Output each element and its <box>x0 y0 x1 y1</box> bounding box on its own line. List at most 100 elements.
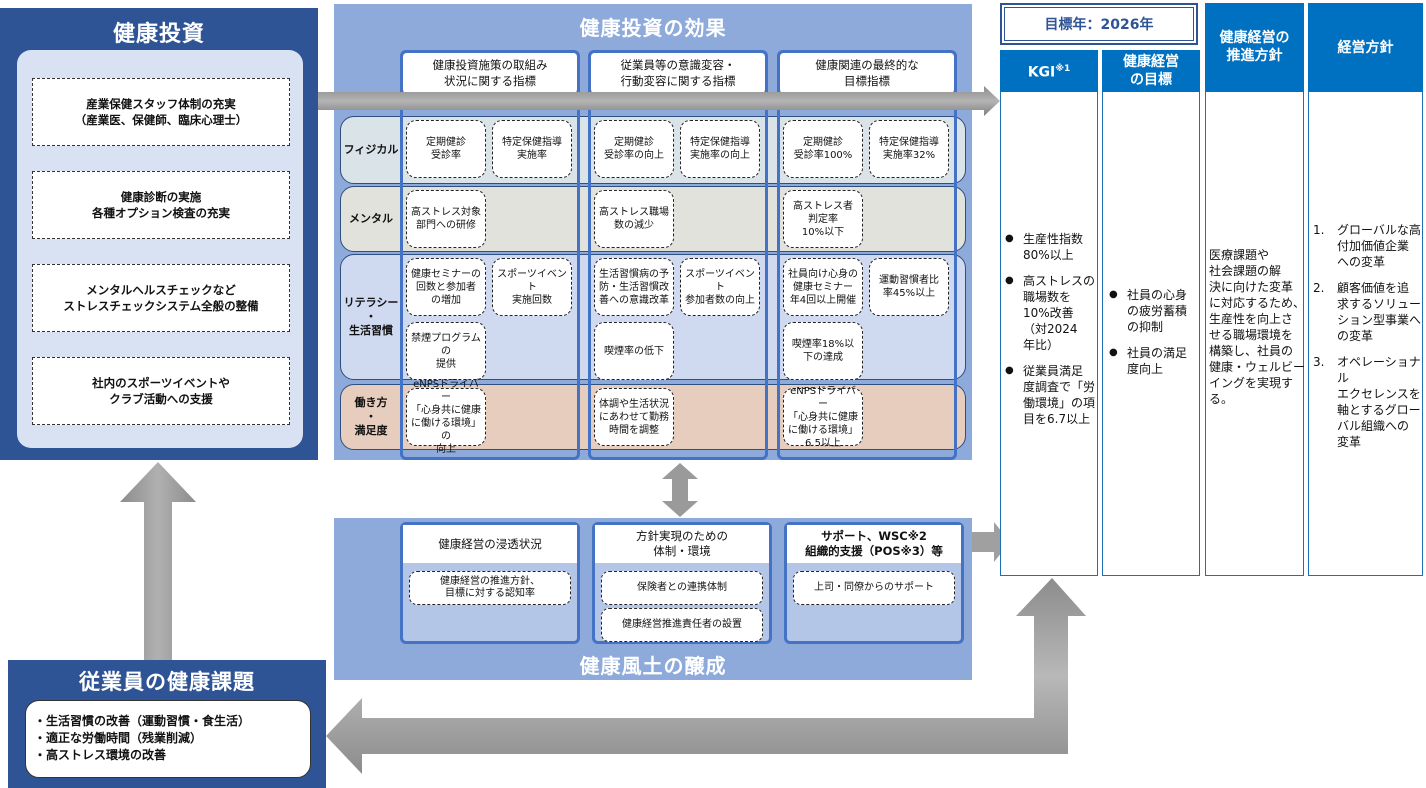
column-header-line: 目標指標 <box>844 74 890 88</box>
management-policy-column: 経営方針 1.グローバルな高付加価値企業への変革 2.顧客価値を追求するソリューシ… <box>1308 3 1423 576</box>
indicator-cell: 高ストレス対象部門への研修 <box>406 190 486 248</box>
indicator-cell-line: 喫煙率18%以 <box>791 339 855 350</box>
bullet-line: 社員の満足 <box>1127 346 1188 360</box>
kgi-footnote-mark: ※1 <box>1055 64 1071 75</box>
bullet-icon: ● <box>1109 347 1118 358</box>
kgi-header: KGI※1 <box>1000 50 1098 92</box>
bullet-line: 10%改善 <box>1023 306 1074 320</box>
management-header-line: 経営方針 <box>1337 39 1394 56</box>
indicator-cell-line: スポーツイベント <box>685 268 755 293</box>
indicator-cell-line: 健康セミナー <box>793 281 853 293</box>
indicator-cell-line: 判定率 <box>808 213 838 225</box>
indicator-cell-line: 「心身共に健康 <box>411 405 481 416</box>
bullet-line: （対2024 <box>1023 322 1078 336</box>
indicator-cell-line: 年4回以上開催 <box>789 294 857 306</box>
investment-item-line: 産業保健スタッフ体制の充実 <box>86 97 236 111</box>
indicator-cell-line: 実施率32% <box>882 150 936 161</box>
indicator-cell: eNPSドライバー「心身共に健康に働ける環境」6.5以上 <box>783 386 863 449</box>
management-item-line: バル組織への <box>1337 419 1410 433</box>
column-header-line: 健康投資施策の取組み <box>432 58 548 72</box>
bullet-item: ●社員の心身の疲労蓄積の抑制 <box>1109 287 1199 335</box>
policy-line: 構築し、社員の <box>1209 344 1294 358</box>
indicator-cell-line: 参加者数の向上 <box>685 294 755 306</box>
indicator-cell-line: に働ける環境」 <box>788 424 858 436</box>
indicator-cell-line: 下の達成 <box>802 352 843 363</box>
investment-item: 社内のスポーツイベントや クラブ活動への支援 <box>32 357 290 425</box>
indicator-cell-line: 時間を調整 <box>609 424 659 436</box>
employee-health-issues-panel: 従業員の健康課題 ・生活習慣の改善（運動習慣・食生活） ・適正な労働時間（残業削… <box>8 660 326 788</box>
indicator-cell: 特定保健指導実施率 <box>492 120 572 178</box>
investment-effect-panel: 健康投資の効果 フィジカル メンタル リテラシー ・ 生活習慣 働き方 ・ 満足… <box>334 4 972 460</box>
indicator-cell-line: 体調や生活状況 <box>599 398 669 410</box>
indicator-cell-line: 防・生活習慣改 <box>599 281 669 293</box>
goals-header: 健康経営 の目標 <box>1102 50 1200 92</box>
indicator-cell: 運動習慣者比率45%以上 <box>869 258 949 316</box>
indicator-cell-line: 定期健診 <box>614 137 654 148</box>
bidirectional-arrow-icon <box>662 463 698 517</box>
policy-line: せる職場環境を <box>1209 328 1294 342</box>
policy-line: 社会課題の解 <box>1209 264 1282 278</box>
culture-box-header: サポート、WSC※2 組織的支援（POS※3）等 <box>787 525 961 563</box>
investment-item-line: ストレスチェックシステム全般の整備 <box>63 299 259 313</box>
issue-item: ・適正な労働時間（残業削減） <box>34 731 203 745</box>
column-header-behavior: 従業員等の意識変容・ 行動変容に関する指標 <box>591 53 765 93</box>
bullet-icon: ● <box>1005 233 1014 244</box>
indicator-cell: 禁煙プログラムの提供 <box>406 322 486 380</box>
indicator-cell-line: eNPSドライバー <box>413 379 479 403</box>
indicator-cell-line: 禁煙プログラムの <box>411 332 481 357</box>
management-item-line: オペレーショナル <box>1337 355 1421 385</box>
row-label-text: フィジカル <box>343 143 399 156</box>
right-arrow-icon <box>318 86 1000 116</box>
column-header-line: 従業員等の意識変容・ <box>620 58 736 72</box>
management-item: 2.顧客価値を追求するソリューション型事業への変革 <box>1313 280 1423 344</box>
policy-header-line: 推進方針 <box>1226 48 1283 64</box>
bullet-line: 目を6.7以上 <box>1023 412 1091 426</box>
health-investment-panel: 健康投資 産業保健スタッフ体制の充実 （産業医、保健師、臨床心理士） 健康診断の… <box>0 8 318 460</box>
investment-item-line: 社内のスポーツイベントや <box>92 376 230 390</box>
policy-line: 健康・ウェルビー <box>1209 360 1306 374</box>
investment-effect-title: 健康投資の効果 <box>579 16 727 40</box>
bullet-icon: ● <box>1109 289 1118 300</box>
column-header-outcome: 健康関連の最終的な 目標指標 <box>780 53 954 93</box>
column-frame-behavior <box>588 50 768 460</box>
indicator-cell-line: 高ストレス対象 <box>411 207 481 218</box>
culture-box-header: 健康経営の浸透状況 <box>403 525 577 563</box>
indicator-cell-line: 定期健診 <box>803 137 843 148</box>
indicator-cell-line: 実施率 <box>517 150 547 161</box>
indicator-cell-line: 率45%以上 <box>882 288 936 299</box>
indicator-cell-line: 回数と参加者 <box>416 281 476 293</box>
indicator-cell-line: 生活習慣病の予 <box>599 268 669 280</box>
row-label-text: 生活習慣 <box>349 324 393 337</box>
policy-line: 生産性を向上さ <box>1209 312 1294 326</box>
indicator-cell-line: スポーツイベント <box>497 268 567 293</box>
column-header-line: 状況に関する指標 <box>444 74 536 88</box>
policy-text: 医療課題や社会課題の解決に向けた変革に対応するため、生産性を向上させる職場環境を… <box>1209 247 1305 407</box>
bullet-line: の疲労蓄積 <box>1127 304 1188 318</box>
goals-header-line: 健康経営 <box>1123 54 1179 70</box>
indicator-cell: 生活習慣病の予防・生活習慣改善への意識改革 <box>594 258 674 316</box>
investment-item: 産業保健スタッフ体制の充実 （産業医、保健師、臨床心理士） <box>32 78 290 146</box>
management-item-line: エクセレンスを <box>1337 387 1421 401</box>
target-year-box: 目標年：2026年 <box>1000 3 1198 45</box>
indicator-cell-line: に働ける環境」の <box>411 418 481 442</box>
culture-box-header-line: サポート、WSC※2 <box>821 529 927 543</box>
indicator-cell-line: 喫煙率の低下 <box>604 345 664 357</box>
bullet-line: 度調査で「労 <box>1023 380 1096 394</box>
management-item: 1.グローバルな高付加価値企業への変革 <box>1313 222 1423 270</box>
indicator-cell-line: 提供 <box>436 358 456 370</box>
culture-item-line: 保険者との連携体制 <box>637 582 727 593</box>
indicator-cell-line: 特定保健指導 <box>502 137 562 148</box>
management-item-line: ション型事業へ <box>1337 313 1422 327</box>
row-label-text: ・ <box>365 410 377 423</box>
indicator-cell: eNPSドライバー「心身共に健康に働ける環境」の向上 <box>406 379 486 455</box>
management-item: 3.オペレーショナルエクセレンスを軸とするグローバル組織への変革 <box>1313 354 1423 450</box>
management-item-line: 付加価値企業 <box>1337 239 1410 253</box>
culture-item: 上司・同僚からのサポート <box>793 571 955 605</box>
row-label-text: リテラシー <box>343 296 399 309</box>
indicator-cell-line: 10%以下 <box>801 226 845 238</box>
investment-item-line: クラブ活動への支援 <box>109 392 213 406</box>
culture-box-penetration: 健康経営の浸透状況 健康経営の推進方針、 目標に対する認知率 <box>400 522 580 644</box>
indicator-cell-line: 特定保健指導 <box>690 137 750 148</box>
